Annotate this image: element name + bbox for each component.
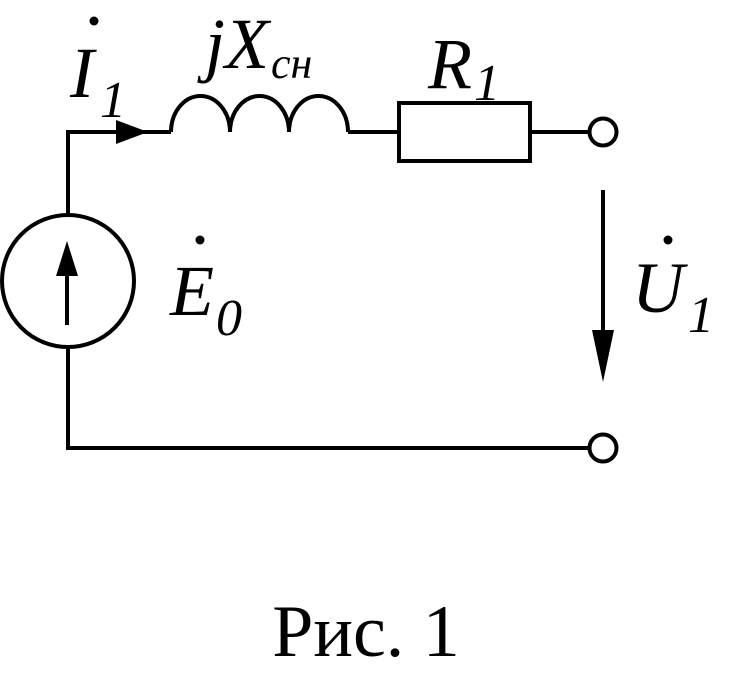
resistance-label: R1 [427, 24, 500, 112]
emf-label: E0 [169, 251, 242, 347]
output-terminal-bottom [587, 432, 619, 464]
current-label-dot [89, 16, 99, 26]
current-arrow-head [116, 120, 148, 144]
wire-bottom [66, 347, 590, 450]
inductor-coil [169, 94, 350, 133]
voltage-arrow-head [592, 330, 614, 382]
reactance-label: jXсн [197, 4, 312, 88]
figure-caption: Рис. 1 [272, 591, 460, 673]
wire-left-top [66, 130, 118, 215]
resistor-body [397, 101, 532, 163]
emf-source-arrow-head [56, 241, 78, 276]
output-terminal-top [587, 116, 619, 148]
emf-label-dot [195, 235, 205, 245]
voltage-label-dot [663, 235, 673, 245]
voltage-label: U1 [632, 248, 714, 344]
